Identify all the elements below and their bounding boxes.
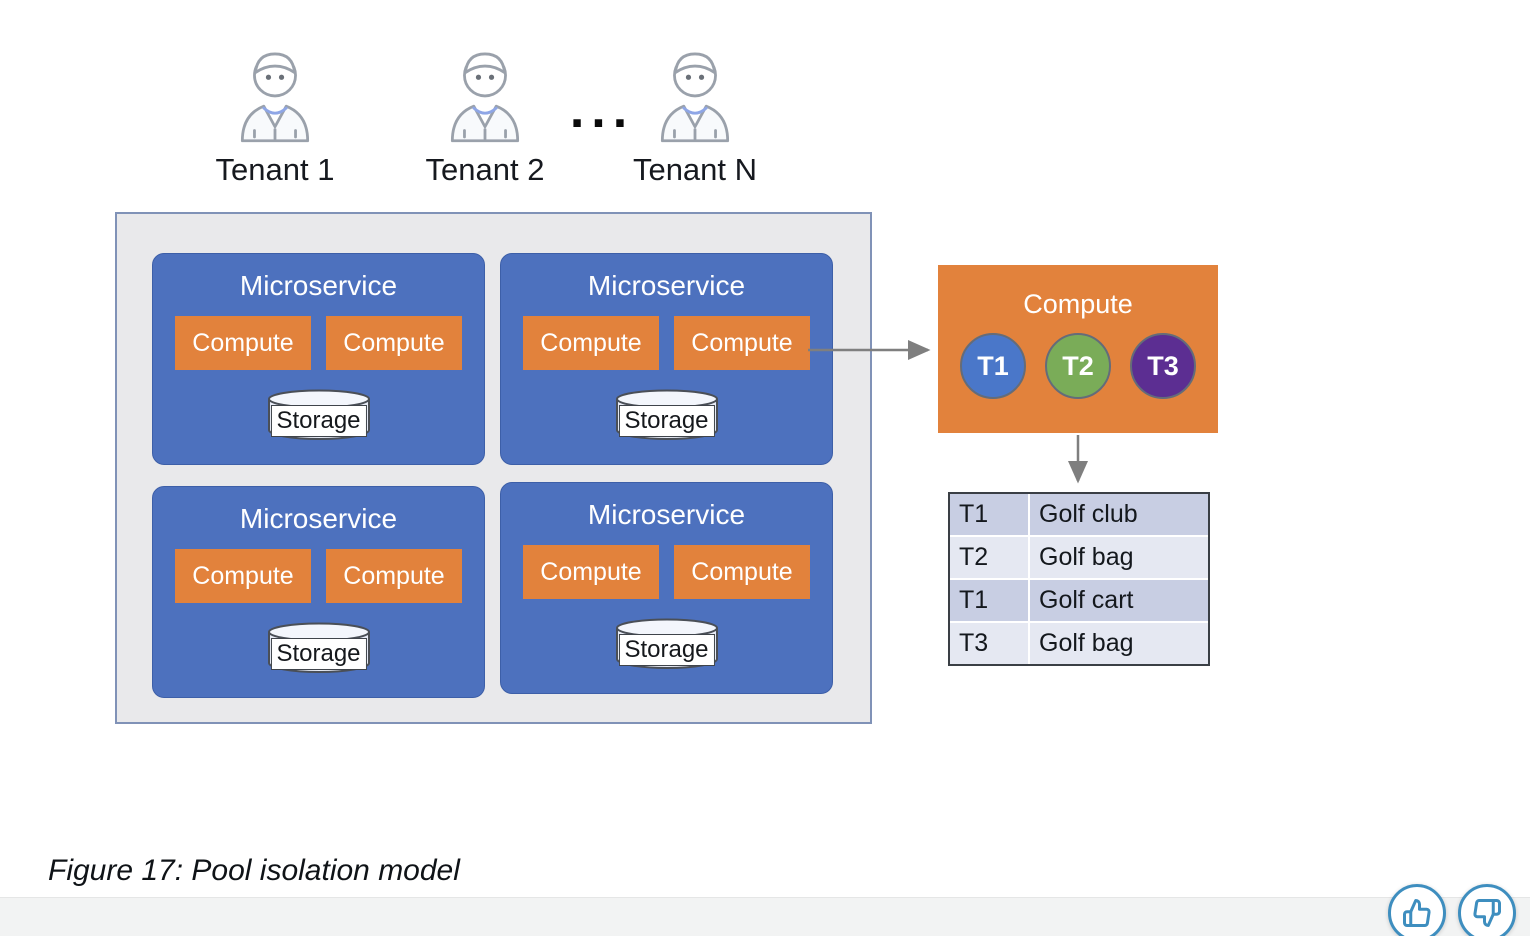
tenant-n-figure: Tenant N	[620, 42, 770, 188]
footer-band	[0, 897, 1530, 936]
table-cell-item: Golf bag	[1030, 537, 1208, 578]
tenant-circle-t2: T2	[1045, 333, 1111, 399]
thumbs-up-button[interactable]	[1388, 884, 1446, 936]
compute-row: Compute Compute	[523, 316, 810, 370]
microservice-title: Microservice	[587, 499, 746, 530]
person-icon	[660, 52, 730, 143]
table-cell-item: Golf bag	[1030, 623, 1208, 664]
table-cell-tenant: T3	[950, 623, 1028, 664]
tenant-1-label: Tenant 1	[215, 152, 335, 187]
person-icon	[450, 52, 520, 143]
tenant-ellipsis: ...	[569, 81, 635, 139]
thumbs-up-icon	[1403, 899, 1431, 927]
storage-label: Storage	[270, 638, 367, 670]
compute-box: Compute	[674, 545, 810, 599]
thumbs-down-icon	[1473, 899, 1501, 927]
compute-box: Compute	[523, 545, 659, 599]
tenant-circle-t1: T1	[960, 333, 1026, 399]
tenant-circles-row: T1 T2 T3	[960, 333, 1196, 399]
compute-box: Compute	[523, 316, 659, 370]
storage-label: Storage	[618, 634, 715, 666]
compute-box: Compute	[674, 316, 810, 370]
tenant-1-figure: Tenant 1	[200, 42, 350, 188]
pooled-compute-panel: Compute T1 T2 T3	[938, 265, 1218, 433]
microservice-box: Microservice Compute Compute Storage	[152, 486, 485, 698]
storage-cylinder: Storage	[266, 621, 372, 675]
person-icon	[240, 52, 310, 143]
microservice-box: Microservice Compute Compute Storage	[500, 482, 833, 694]
tenant-2-figure: Tenant 2	[410, 42, 560, 188]
tenant-n-label: Tenant N	[632, 152, 758, 187]
storage-label: Storage	[618, 405, 715, 437]
compute-box: Compute	[175, 549, 311, 603]
compute-row: Compute Compute	[175, 316, 462, 370]
compute-box: Compute	[175, 316, 311, 370]
pooled-compute-title: Compute	[1023, 289, 1133, 319]
microservice-title: Microservice	[587, 270, 746, 301]
figure-caption: Figure 17: Pool isolation model	[48, 854, 460, 887]
compute-box: Compute	[326, 316, 462, 370]
table-cell-item: Golf cart	[1030, 580, 1208, 621]
thumbs-down-button[interactable]	[1458, 884, 1516, 936]
microservice-title: Microservice	[239, 503, 398, 534]
microservice-title: Microservice	[239, 270, 398, 301]
compute-row: Compute Compute	[175, 549, 462, 603]
table-cell-tenant: T1	[950, 494, 1028, 535]
tenant-mapping-table: T1 Golf club T2 Golf bag T1 Golf cart T3…	[948, 492, 1210, 666]
table-cell-item: Golf club	[1030, 494, 1208, 535]
storage-cylinder: Storage	[266, 388, 372, 442]
table-cell-tenant: T2	[950, 537, 1028, 578]
compute-row: Compute Compute	[523, 545, 810, 599]
storage-cylinder: Storage	[614, 617, 720, 671]
microservice-box: Microservice Compute Compute Storage	[500, 253, 833, 465]
tenant-circle-t3: T3	[1130, 333, 1196, 399]
storage-label: Storage	[270, 405, 367, 437]
compute-box: Compute	[326, 549, 462, 603]
microservice-box: Microservice Compute Compute Storage	[152, 253, 485, 465]
storage-cylinder: Storage	[614, 388, 720, 442]
table-cell-tenant: T1	[950, 580, 1028, 621]
tenant-2-label: Tenant 2	[425, 152, 545, 187]
